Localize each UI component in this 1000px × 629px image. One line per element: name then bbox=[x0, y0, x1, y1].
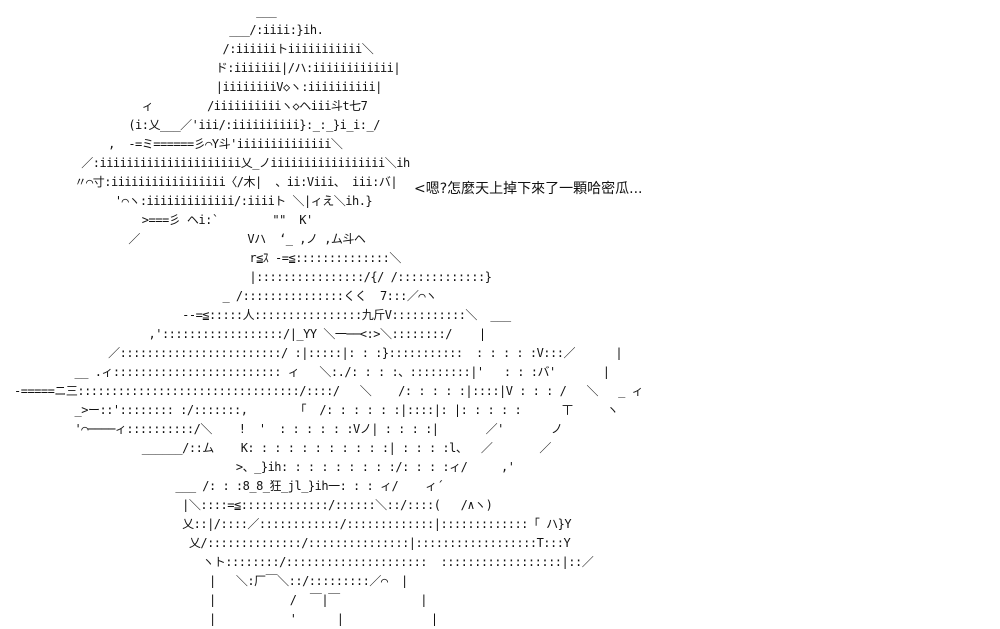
ascii-art-line: , -=ミ======彡⌒Y斗'iiiiiiiiiiiiii＼ bbox=[14, 137, 343, 151]
ascii-art-line: '⌒────ィ::::::::::/＼ ! ' : : : : : :Vノ| :… bbox=[14, 422, 563, 436]
ascii-art-line: 〃⌒寸:iiiiiiiiiiiiiiiii〈/木| 、ii:Viii、 iii:… bbox=[14, 175, 398, 189]
ascii-art-line: ／:iiiiiiiiiiiiiiiiiiiii乂_ノiiiiiiiiiiiiii… bbox=[14, 156, 410, 170]
ascii-art-line: |iiiiiiiiV◇ヽ:iiiiiiiiii| bbox=[14, 80, 383, 94]
ascii-art-line: | / ￣|￣ | bbox=[14, 593, 428, 607]
ascii-art-line: r≦ｽ -=≦::::::::::::::＼ bbox=[14, 251, 401, 265]
ascii-art-line: /:iiiiiiトiiiiiiiiiii＼ bbox=[14, 42, 374, 56]
ascii-art-line: >、_}ih: : : : : : : : :/: : : :ィ/ ,' bbox=[14, 460, 515, 474]
ascii-art-line: ／ Vハ ‘_ ,ノ ,ム斗ヘ bbox=[14, 232, 366, 246]
ascii-art-line: ィ /iiiiiiiiiiヽ◇ヘiii斗t七7 bbox=[14, 99, 368, 113]
ascii-art-line: 乂::|/::::／::::::::::::/:::::::::::::|:::… bbox=[14, 517, 572, 531]
ascii-art-line: __ .ィ::::::::::::::::::::::::: ィ ＼:./: :… bbox=[14, 365, 610, 379]
ascii-art-line: ___ /: : :8_8_狂_jl_}ih一: : : ィ/ ィ´ bbox=[14, 479, 444, 493]
ascii-art-line: ______/::ム K: : : : : : : : : : :| : : :… bbox=[14, 441, 552, 455]
ascii-art-line: (i:乂___／'iii/:iiiiiiiiii}:_:_}i_i:_/ bbox=[14, 118, 380, 132]
ascii-art-line: ___/:iiii:}ih. bbox=[14, 23, 324, 37]
ascii-art-line: ／::::::::::::::::::::::::/ :|:::::|: : :… bbox=[14, 346, 623, 360]
ascii-art-line: 乂/::::::::::::::/:::::::::::::::|:::::::… bbox=[14, 536, 571, 550]
ascii-art-line: |::::::::::::::::/{/ /:::::::::::::} bbox=[14, 270, 492, 284]
ascii-art-line: ___ bbox=[14, 4, 277, 18]
ascii-art-line: '⌒ヽ:iiiiiiiiiiiii/:iiiiト ＼|ィえ＼ih.} bbox=[14, 194, 373, 208]
ascii-art-line: | ' | | bbox=[14, 612, 438, 626]
ascii-art-line: --=≦:::::人::::::::::::::::九斤V:::::::::::… bbox=[14, 308, 511, 322]
ascii-art-line: _ /:::::::::::::::くく 7:::／⌒ヽ bbox=[14, 289, 437, 303]
ascii-art-canvas: ___ ___/:iiii:}ih. /:iiiiiiトiiiiiiiiiii＼… bbox=[14, 4, 644, 626]
speech-text: <嗯?怎麼天上掉下來了一顆哈密瓜... bbox=[414, 181, 643, 197]
ascii-art-line: |＼::::=≦:::::::::::::/::::::＼::/::::( /∧… bbox=[14, 498, 493, 512]
ascii-art-line: ,'::::::::::::::::::/|_YY ＼一──<:>＼::::::… bbox=[14, 327, 486, 341]
ascii-art-line: ヽト::::::::/::::::::::::::::::::: :::::::… bbox=[14, 555, 594, 569]
ascii-art-line: -=====ニ三::::::::::::::::::::::::::::::::… bbox=[14, 384, 644, 398]
ascii-art-figure: ___ ___/:iiii:}ih. /:iiiiiiトiiiiiiiiiii＼… bbox=[14, 2, 644, 629]
ascii-art-line: _>ー::':::::::: :/:::::::, 「 /: : : : : :… bbox=[14, 403, 619, 417]
ascii-art-line: ド:iiiiiii|/ハ:iiiiiiiiiiii| bbox=[14, 61, 401, 75]
ascii-art-line: | ＼:厂￣＼::/:::::::::／⌒ | bbox=[14, 574, 408, 588]
ascii-art-line: >===彡 ヘi:` "" K' bbox=[14, 213, 313, 227]
